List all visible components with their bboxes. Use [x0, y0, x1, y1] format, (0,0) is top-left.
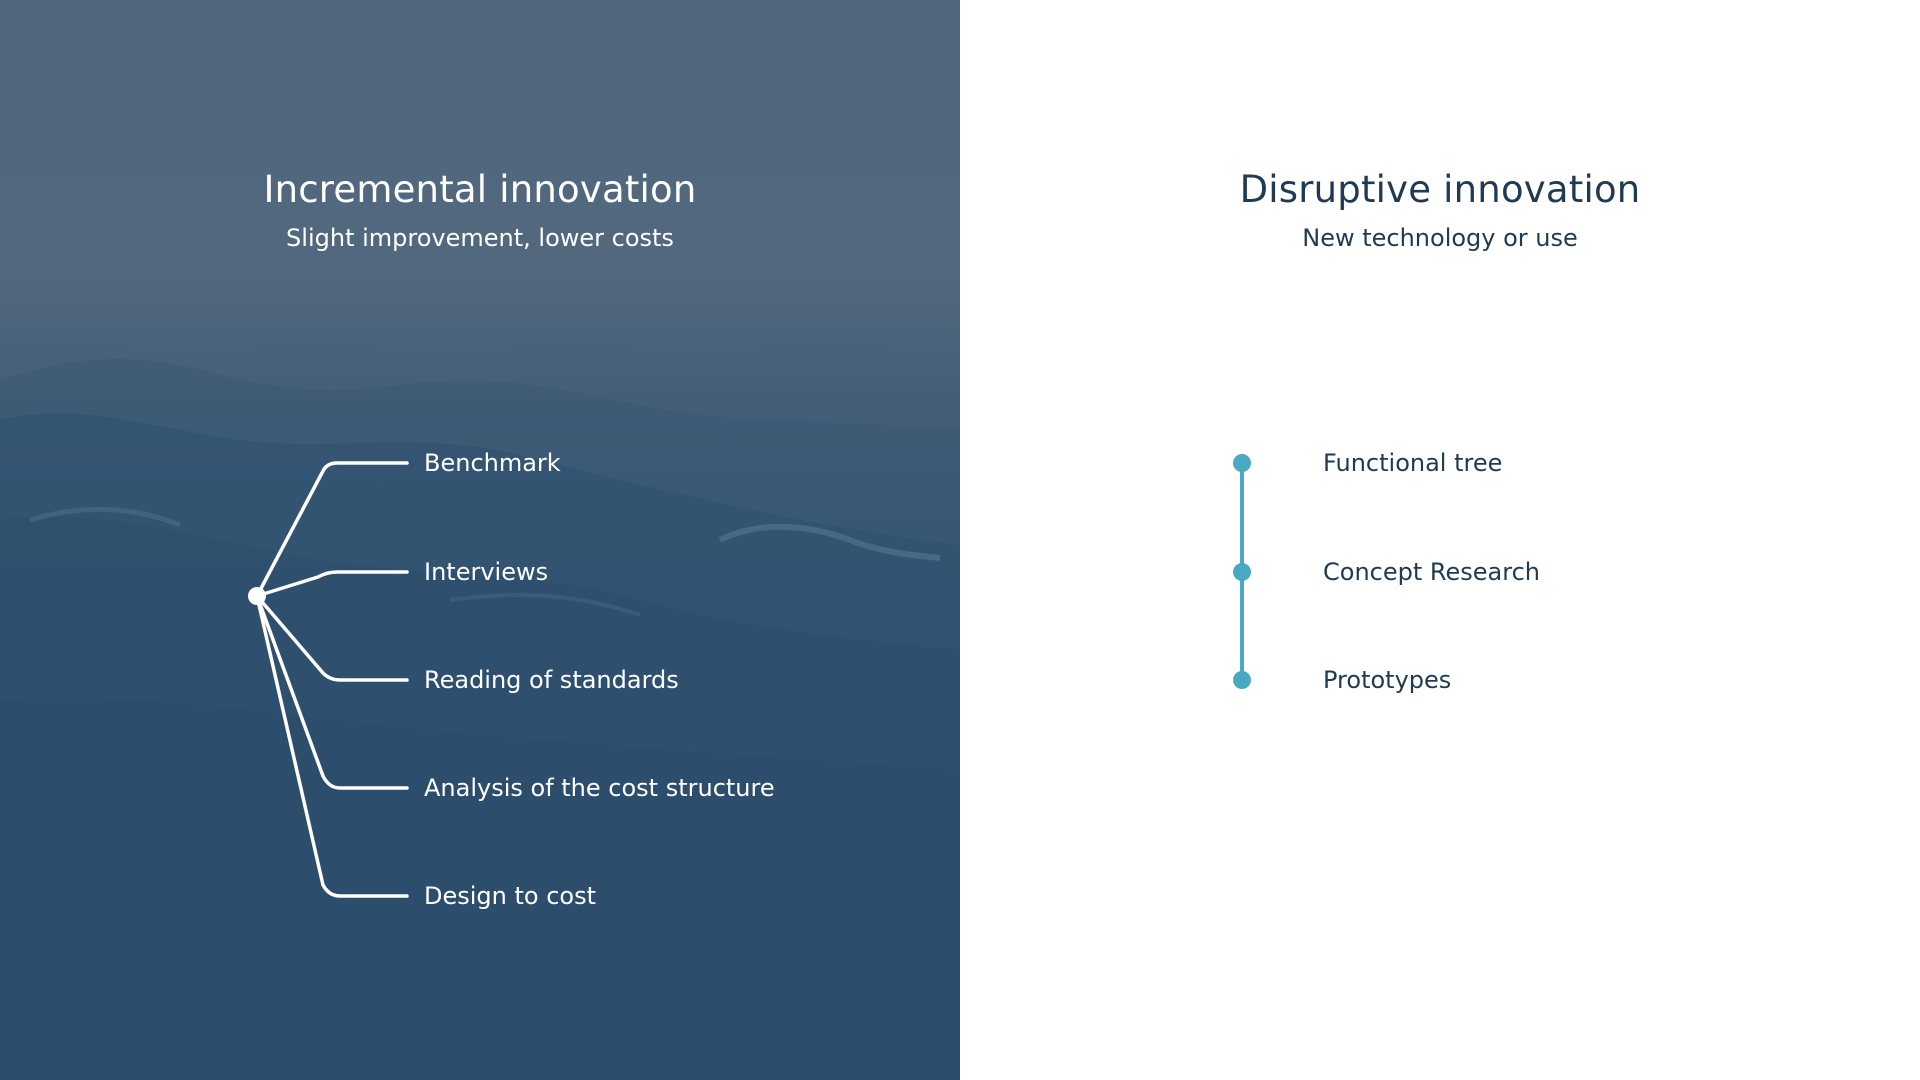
- branch-label-benchmark: Benchmark: [424, 449, 561, 477]
- timeline-node-1: [1233, 454, 1251, 472]
- branch-connector-3: [255, 594, 409, 682]
- branch-connector-5: [255, 594, 409, 898]
- timeline-diagram: [1233, 454, 1251, 689]
- branch-label-cost-structure-analysis: Analysis of the cost structure: [424, 774, 775, 802]
- disruptive-panel: Disruptive innovation New technology or …: [960, 0, 1920, 1080]
- branch-connector-2: [255, 570, 409, 598]
- branch-label-design-to-cost: Design to cost: [424, 882, 597, 910]
- branch-label-reading-of-standards: Reading of standards: [424, 666, 679, 694]
- branch-connector-1: [255, 461, 409, 598]
- disruptive-title: Disruptive innovation: [1239, 168, 1641, 211]
- tree-root-node: [248, 587, 266, 605]
- incremental-subtitle: Slight improvement, lower costs: [286, 224, 674, 252]
- step-label-prototypes: Prototypes: [1323, 666, 1452, 694]
- timeline-node-3: [1233, 671, 1251, 689]
- branch-connector-4: [255, 594, 409, 790]
- ocean-background-image: [0, 359, 960, 1080]
- disruptive-subtitle: New technology or use: [1302, 224, 1578, 252]
- branch-label-interviews: Interviews: [424, 558, 549, 586]
- incremental-title: Incremental innovation: [263, 168, 697, 211]
- step-label-functional-tree: Functional tree: [1323, 449, 1503, 477]
- branch-tree-diagram: [0, 0, 960, 1080]
- incremental-panel: Incremental innovation Slight improvemen…: [0, 0, 960, 1080]
- step-label-concept-research: Concept Research: [1323, 558, 1540, 586]
- timeline-node-2: [1233, 563, 1251, 581]
